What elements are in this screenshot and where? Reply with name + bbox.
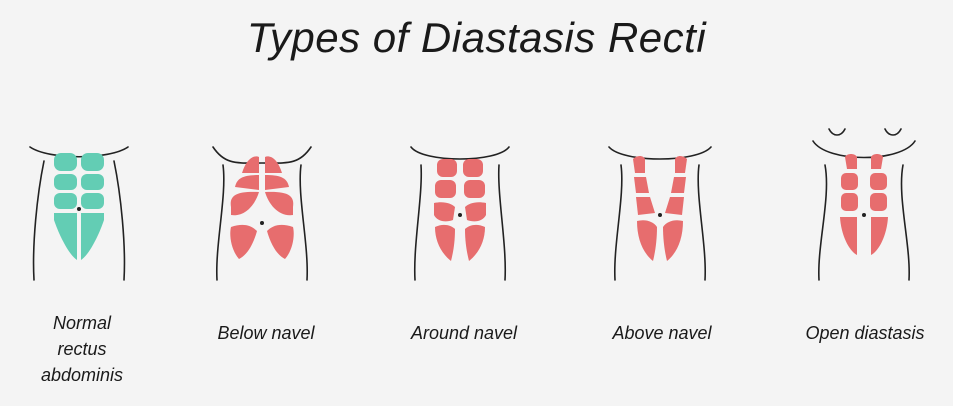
muscle-segment [437,159,457,177]
muscle-segment [840,217,857,255]
muscle-segment [675,156,687,173]
muscle-segment [434,202,455,222]
muscle-segment [463,159,483,177]
page-title: Types of Diastasis Recti [246,14,707,61]
muscle-segment [465,202,486,222]
muscle-segment [663,220,683,261]
caption-line: rectus [57,339,107,359]
around-navel-abdomen-icon [410,146,510,281]
caption-below-navel: Below navel [217,323,315,343]
muscle-segment [871,217,888,255]
muscle-segment [81,193,104,209]
muscle-segment [841,193,858,211]
muscle-segment [265,175,289,190]
muscle-segment [265,156,282,173]
normal-abdomen-icon [29,146,129,281]
muscle-segment [81,174,104,190]
muscle-segment [671,177,686,193]
navel-icon [458,213,462,217]
caption-line: Normal [52,313,111,333]
around-navel-abdomen-figure [385,135,535,295]
open-diastasis-abdomen-icon [812,128,916,281]
muscle-segment [54,193,77,209]
muscle-segment [637,220,657,261]
muscle-segment [633,156,645,173]
muscle-segment [230,224,257,259]
muscle-segment [265,191,294,216]
caption-open-diastasis: Open diastasis [805,323,925,343]
navel-icon [862,213,866,217]
muscle-segment [435,224,455,261]
muscle-segment [634,177,649,193]
muscle-segment [235,175,259,190]
muscle-segment [870,173,887,190]
muscle-segment [267,224,294,259]
caption-above-navel: Above navel [612,323,712,343]
open-diastasis-abdomen-figure [789,128,939,295]
normal-abdomen-figure [4,135,154,295]
muscle-segment [54,174,77,190]
muscle-segment [871,154,883,169]
muscle-segment [464,180,485,198]
above-navel-abdomen-icon [608,146,712,281]
muscle-segment [230,191,259,216]
navel-icon [260,221,264,225]
muscle-segment [465,224,485,261]
muscle-segment [636,197,655,215]
muscle-segment [54,153,77,171]
muscle-segment [81,153,104,171]
caption-normal: Normal rectus abdominis [22,310,142,388]
muscle-segment [665,197,684,215]
muscle-segment [54,213,77,260]
muscle-segment [845,154,857,169]
navel-icon [77,207,81,211]
above-navel-abdomen-figure [585,135,735,295]
muscle-segment [81,213,104,260]
caption-line: abdominis [40,365,124,385]
muscle-segment [841,173,858,190]
navel-icon [658,213,662,217]
below-navel-abdomen-icon [212,146,312,281]
below-navel-abdomen-figure [187,135,337,295]
muscle-segment [870,193,887,211]
caption-around-navel: Around navel [410,323,518,343]
muscle-segment [435,180,456,198]
muscle-segment [242,156,259,173]
